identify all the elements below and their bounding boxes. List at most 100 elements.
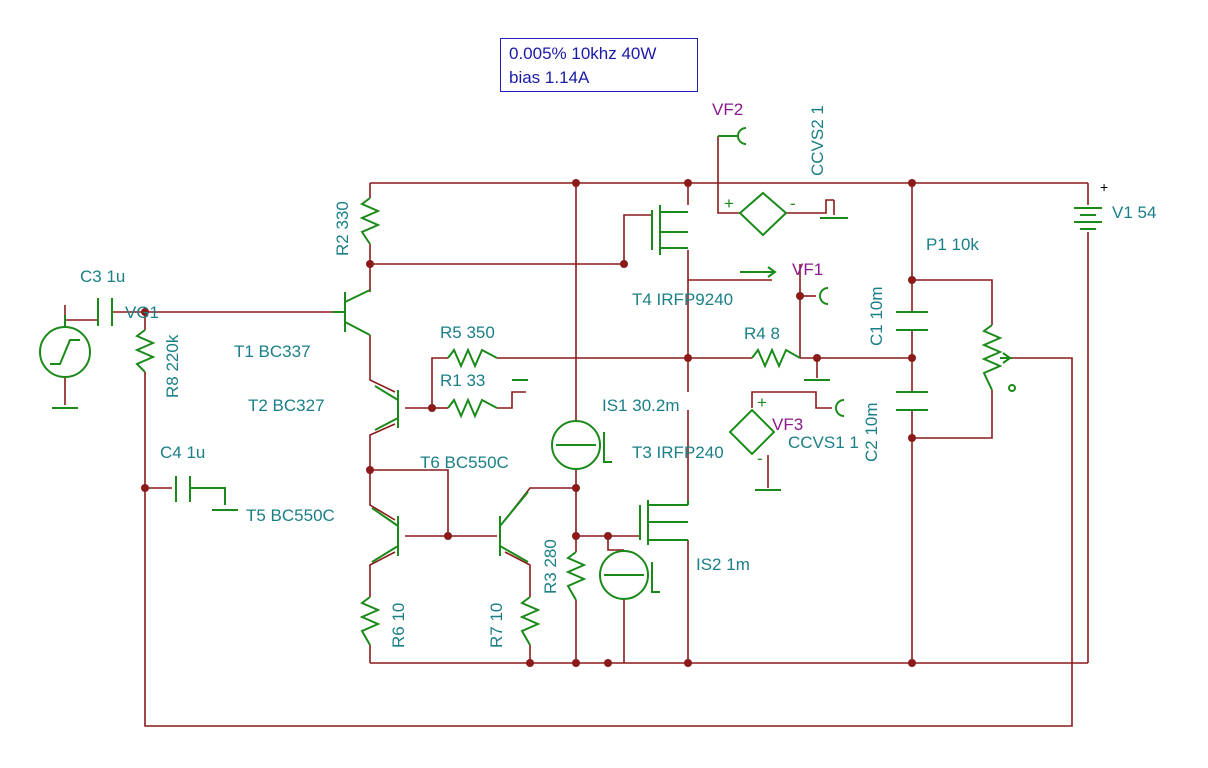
label-r5: R5 350 [440, 323, 495, 342]
label-vf3: VF3 [772, 415, 803, 434]
svg-text:-: - [790, 194, 796, 213]
c1-capacitor[interactable] [896, 311, 928, 331]
junction-dot [908, 659, 916, 667]
annotation-note: 0.005% 10khz 40W bias 1.14A [500, 38, 698, 92]
ccvs2-source[interactable]: + - [724, 191, 848, 237]
junction-dot [796, 292, 804, 300]
junction-dot [444, 532, 452, 540]
label-is1: IS1 30.2m [602, 396, 680, 415]
component-labels: C3 1u VG1 R8 220k R2 330 T1 BC337 T2 BC3… [80, 100, 1156, 648]
svg-text:+: + [757, 393, 767, 412]
is2-current-source[interactable] [599, 550, 660, 600]
p1-potentiometer[interactable] [981, 324, 1016, 392]
junction-dot [684, 354, 692, 362]
label-is2: IS2 1m [696, 555, 750, 574]
label-r4: R4 8 [744, 324, 780, 343]
wire-ccvs1-top [751, 391, 832, 409]
r6-resistor[interactable] [359, 596, 381, 646]
junction-dot [572, 179, 580, 187]
t2-transistor[interactable] [374, 385, 399, 431]
label-r8: R8 220k [163, 334, 182, 398]
junction-dot [604, 532, 612, 540]
t6-transistor[interactable] [499, 491, 529, 563]
junction-dot [141, 484, 149, 492]
label-v1: V1 54 [1112, 203, 1156, 222]
label-r2: R2 330 [333, 201, 352, 256]
vf1-probe[interactable] [740, 266, 829, 305]
wire-is2-top [607, 536, 624, 551]
c4-capacitor[interactable] [175, 476, 238, 511]
junction-dot [908, 276, 916, 284]
wire-t4-source [687, 250, 772, 281]
label-r3: R3 280 [541, 539, 560, 594]
r2-resistor[interactable] [359, 197, 381, 245]
v1-battery[interactable]: + [1074, 179, 1108, 230]
wire-input-left [64, 305, 99, 321]
junction-dot [572, 532, 580, 540]
junction-dot [141, 308, 149, 316]
label-t3: T3 IRFP240 [632, 443, 724, 462]
label-r1: R1 33 [440, 371, 485, 390]
label-t4: T4 IRFP9240 [632, 290, 733, 309]
label-c2: C2 10m [862, 402, 881, 462]
wire-vf2 [717, 136, 740, 214]
is1-current-source[interactable] [551, 420, 612, 470]
junction-dot [604, 659, 612, 667]
vf2-probe[interactable] [718, 127, 747, 145]
wire-t5-top [369, 470, 396, 521]
r3-resistor[interactable] [565, 551, 587, 601]
junction-dot [572, 484, 580, 492]
wires [64, 136, 1089, 727]
junction-dot [526, 659, 534, 667]
t3-mosfet[interactable] [639, 500, 689, 545]
r8-resistor[interactable] [134, 329, 156, 373]
label-ccvs2: CCVS2 1 [808, 105, 827, 176]
t1-transistor[interactable] [333, 289, 371, 336]
note-line-1: 0.005% 10khz 40W [509, 44, 657, 63]
wire-t5-emitter [369, 551, 396, 597]
t4-mosfet[interactable] [651, 205, 688, 255]
t5-transistor[interactable] [371, 507, 399, 563]
c3-capacitor[interactable] [97, 298, 113, 326]
label-p1: P1 10k [926, 235, 979, 254]
label-ccvs1: CCVS1 1 [788, 433, 859, 452]
r5-resistor[interactable] [447, 347, 498, 369]
svg-text:+: + [1100, 179, 1108, 195]
wire-ccvs2-right [786, 199, 834, 214]
label-vg1: VG1 [125, 303, 159, 322]
junction-dot [620, 260, 628, 268]
junction-dots [141, 179, 916, 667]
vg1-signal-source[interactable] [39, 315, 91, 409]
label-t1: T1 BC337 [234, 342, 311, 361]
junction-dot [428, 404, 436, 412]
wire-t6-emitter [504, 551, 531, 597]
r4-resistor[interactable] [751, 347, 830, 381]
junction-dot [908, 179, 916, 187]
label-c1: C1 10m [867, 286, 886, 346]
junction-dot [572, 659, 580, 667]
ccvs1-source[interactable]: + - [728, 393, 845, 491]
label-t5: T5 BC550C [246, 506, 335, 525]
r1-resistor[interactable] [447, 379, 528, 419]
junction-dot [908, 354, 916, 362]
label-r6: R6 10 [389, 603, 408, 648]
label-c4: C4 1u [160, 443, 205, 462]
junction-dot [366, 260, 374, 268]
wire-r1-right [497, 391, 526, 409]
svg-text:+: + [724, 194, 734, 213]
r7-resistor[interactable] [519, 596, 541, 646]
wire-p1-bottom [912, 390, 993, 439]
label-r7: R7 10 [487, 603, 506, 648]
wire-r5-left [431, 357, 448, 408]
label-t6: T6 BC550C [420, 453, 509, 472]
junction-dot [813, 354, 821, 362]
wire-t5-t6-node [370, 469, 449, 536]
vg1-step-glyph [50, 339, 80, 365]
c2-capacitor[interactable] [896, 391, 928, 411]
wire-t1-emitter [369, 335, 396, 393]
note-line-2: bias 1.14A [509, 68, 590, 87]
label-vf2: VF2 [712, 100, 743, 119]
wire-p1-top [912, 279, 993, 325]
svg-text:-: - [757, 449, 763, 468]
